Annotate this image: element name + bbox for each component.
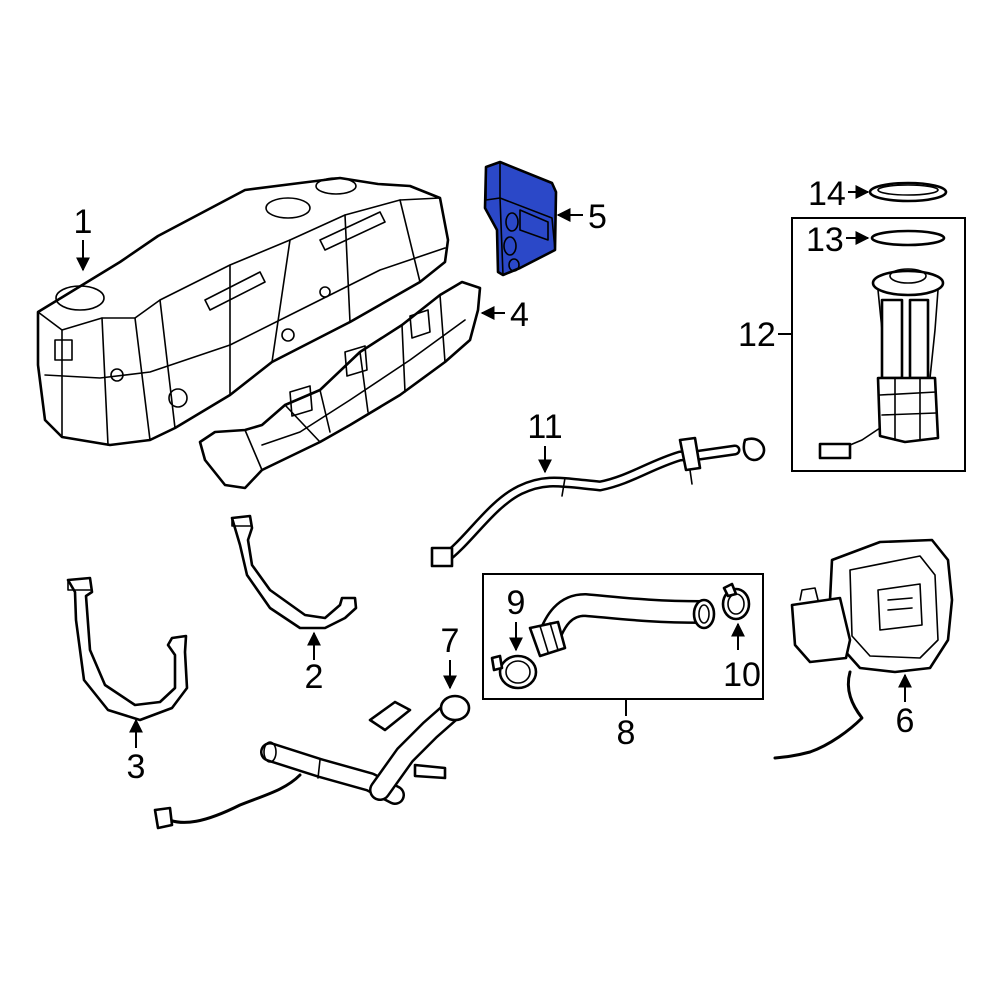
callout-13: 13 [806, 221, 844, 259]
callout-2: 2 [305, 658, 324, 696]
fuel-pump-module-frame [791, 217, 966, 472]
tank-strap-front[interactable] [230, 514, 358, 630]
callout-9: 9 [507, 584, 526, 622]
callout-12: 12 [738, 316, 776, 354]
callout-3: 3 [127, 748, 146, 786]
callout-4: 4 [510, 296, 529, 334]
callout-14: 14 [808, 175, 846, 213]
o-ring-seal[interactable] [870, 229, 946, 247]
filler-hose-kit-frame [482, 573, 764, 700]
tank-bracket-highlighted[interactable] [483, 160, 558, 277]
callout-6: 6 [896, 702, 915, 740]
vent-tube[interactable] [430, 436, 766, 568]
hose-clamp-lower[interactable] [490, 654, 538, 690]
callout-7: 7 [441, 622, 460, 660]
callout-10: 10 [723, 656, 761, 694]
tank-strap-rear[interactable] [66, 576, 189, 722]
fuel-door-housing[interactable] [773, 538, 954, 760]
callout-8: 8 [617, 714, 636, 752]
hose-clamp-upper[interactable] [721, 582, 751, 621]
fuel-tank[interactable] [36, 176, 450, 447]
filler-hose[interactable] [528, 593, 716, 658]
callout-1: 1 [74, 203, 93, 241]
callout-11: 11 [527, 408, 562, 446]
fuel-pump-module[interactable] [818, 268, 945, 460]
heat-shield[interactable] [198, 280, 482, 490]
filler-neck[interactable] [153, 694, 471, 830]
lock-ring[interactable] [868, 181, 948, 203]
callout-5: 5 [588, 198, 607, 236]
